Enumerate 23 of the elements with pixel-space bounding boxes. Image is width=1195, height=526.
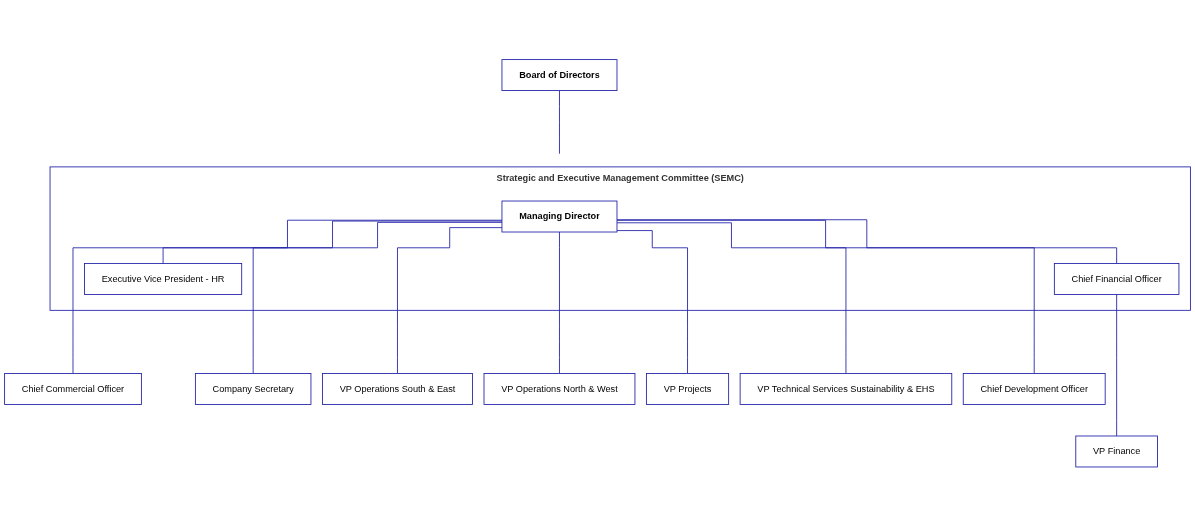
- node-box: VP Projects: [646, 372, 730, 405]
- node-box: Company Secretary: [194, 372, 312, 405]
- node-box: VP Operations South & East: [322, 372, 473, 405]
- node-box: VP Operations North & West: [483, 372, 636, 405]
- node-box: VP Technical Services Sustainability & EHS: [739, 372, 953, 405]
- connector: [72, 219, 503, 374]
- node-box: Chief Commercial Officer: [4, 372, 142, 405]
- connector: [616, 229, 688, 374]
- connector: [252, 221, 503, 374]
- node-box: Executive Vice President - HR: [84, 262, 243, 295]
- connector: [616, 219, 1035, 374]
- connector: [1116, 293, 1118, 437]
- connector: [616, 222, 847, 374]
- node-box: Chief Financial Officer: [1053, 262, 1180, 295]
- node-box: Managing Director: [501, 200, 618, 233]
- connector: [397, 226, 503, 374]
- node-box: VP Finance: [1075, 435, 1158, 468]
- connector: [162, 220, 503, 264]
- node-box: Chief Development Officer: [962, 372, 1106, 405]
- connector: [559, 231, 560, 374]
- connector: [559, 89, 560, 154]
- node-box: Board of Directors: [501, 58, 618, 91]
- connector: [616, 219, 1118, 264]
